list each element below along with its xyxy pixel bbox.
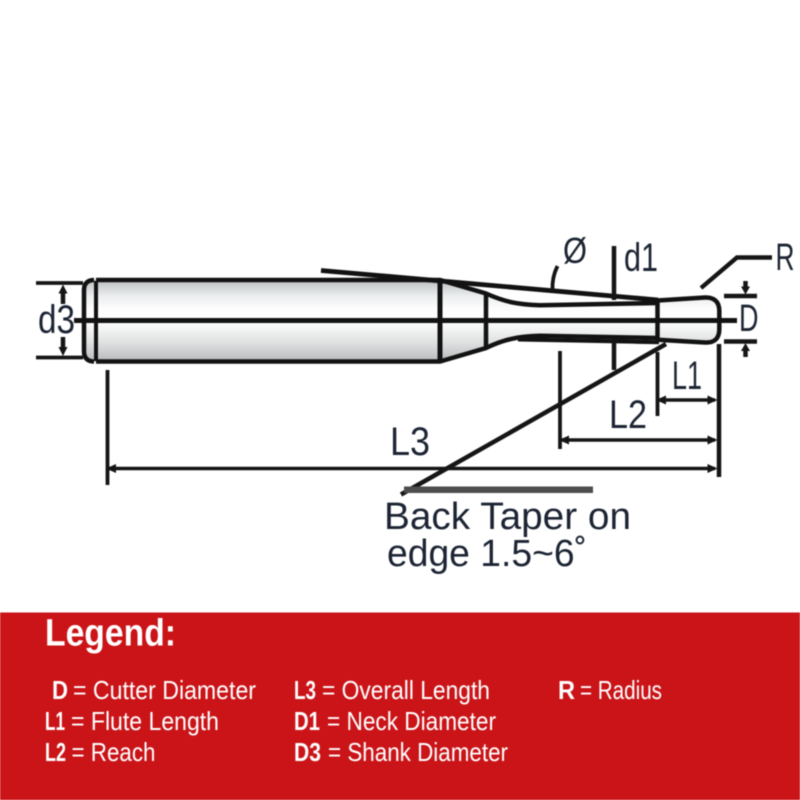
svg-text:Ø: Ø [563,230,587,271]
svg-text:L1: L1 [672,354,702,398]
svg-text:d1: d1 [624,236,658,280]
svg-text:L3: L3 [294,675,316,705]
svg-text:L2: L2 [609,393,647,437]
svg-text:D3: D3 [294,737,321,767]
svg-text:= Radius: = Radius [580,675,662,705]
svg-text:= Neck Diameter: = Neck Diameter [327,706,496,736]
svg-text:d3: d3 [38,298,75,342]
svg-text:R: R [776,237,795,279]
svg-text:Back Taper on: Back Taper on [384,496,631,538]
svg-text:R: R [558,675,575,705]
svg-text:L2: L2 [45,737,66,767]
svg-text:= Overall Length: = Overall Length [322,675,490,705]
svg-text:D: D [52,675,68,705]
svg-text:= Shank Diameter: = Shank Diameter [328,737,508,767]
svg-text:Legend:: Legend: [45,613,176,655]
svg-text:= Reach: = Reach [72,737,156,767]
svg-text:= Cutter Diameter: = Cutter Diameter [73,675,256,705]
svg-text:D: D [739,298,759,340]
svg-text:L1: L1 [45,706,65,736]
svg-text:edge 1.5~6˚: edge 1.5~6˚ [387,533,587,575]
svg-text:D1: D1 [294,706,320,736]
svg-text:= Flute Length: = Flute Length [71,706,219,736]
svg-text:L3: L3 [390,420,430,464]
